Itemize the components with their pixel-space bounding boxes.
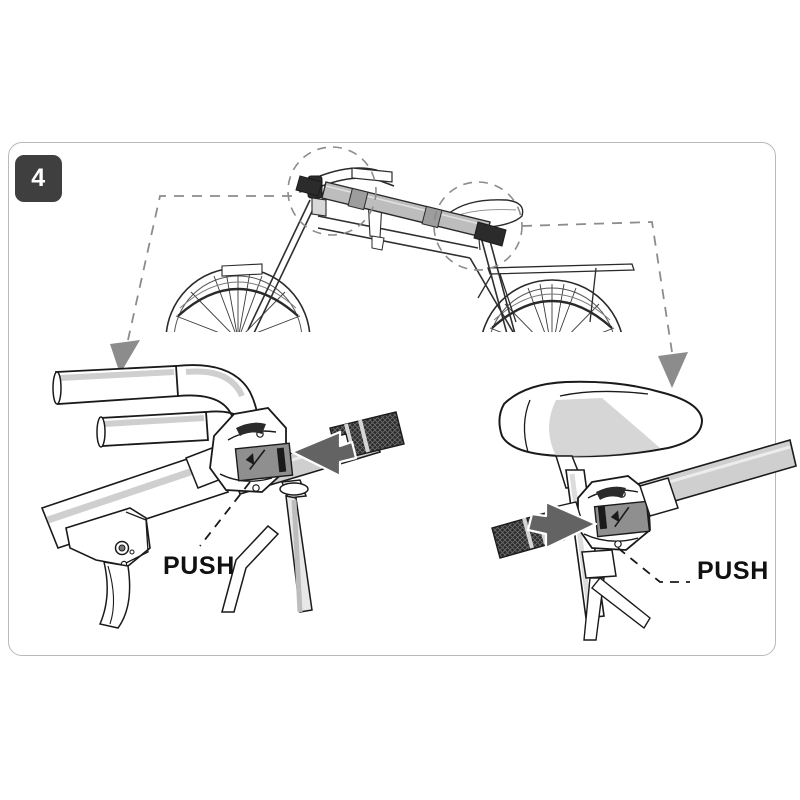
push-leader-left [199, 481, 251, 547]
bicycle-frame [247, 199, 516, 332]
front-wheel [165, 263, 311, 332]
push-label-left: PUSH [163, 552, 235, 580]
right-detail-view [491, 380, 797, 641]
callout-leader-left [110, 195, 292, 374]
overview-bicycle [165, 167, 635, 332]
insert-arrow-right [526, 500, 598, 550]
saddle-right [498, 380, 704, 489]
callout-leader-right [521, 221, 688, 388]
step-number-badge: 4 [15, 155, 62, 202]
detail-circle-front [287, 146, 377, 236]
push-leader-right [617, 547, 690, 583]
rear-rack [477, 263, 635, 323]
insert-arrow-left [290, 430, 358, 478]
left-detail-view [40, 364, 405, 629]
push-label-right: PUSH [697, 557, 769, 585]
quick-release-button-right [593, 500, 651, 538]
